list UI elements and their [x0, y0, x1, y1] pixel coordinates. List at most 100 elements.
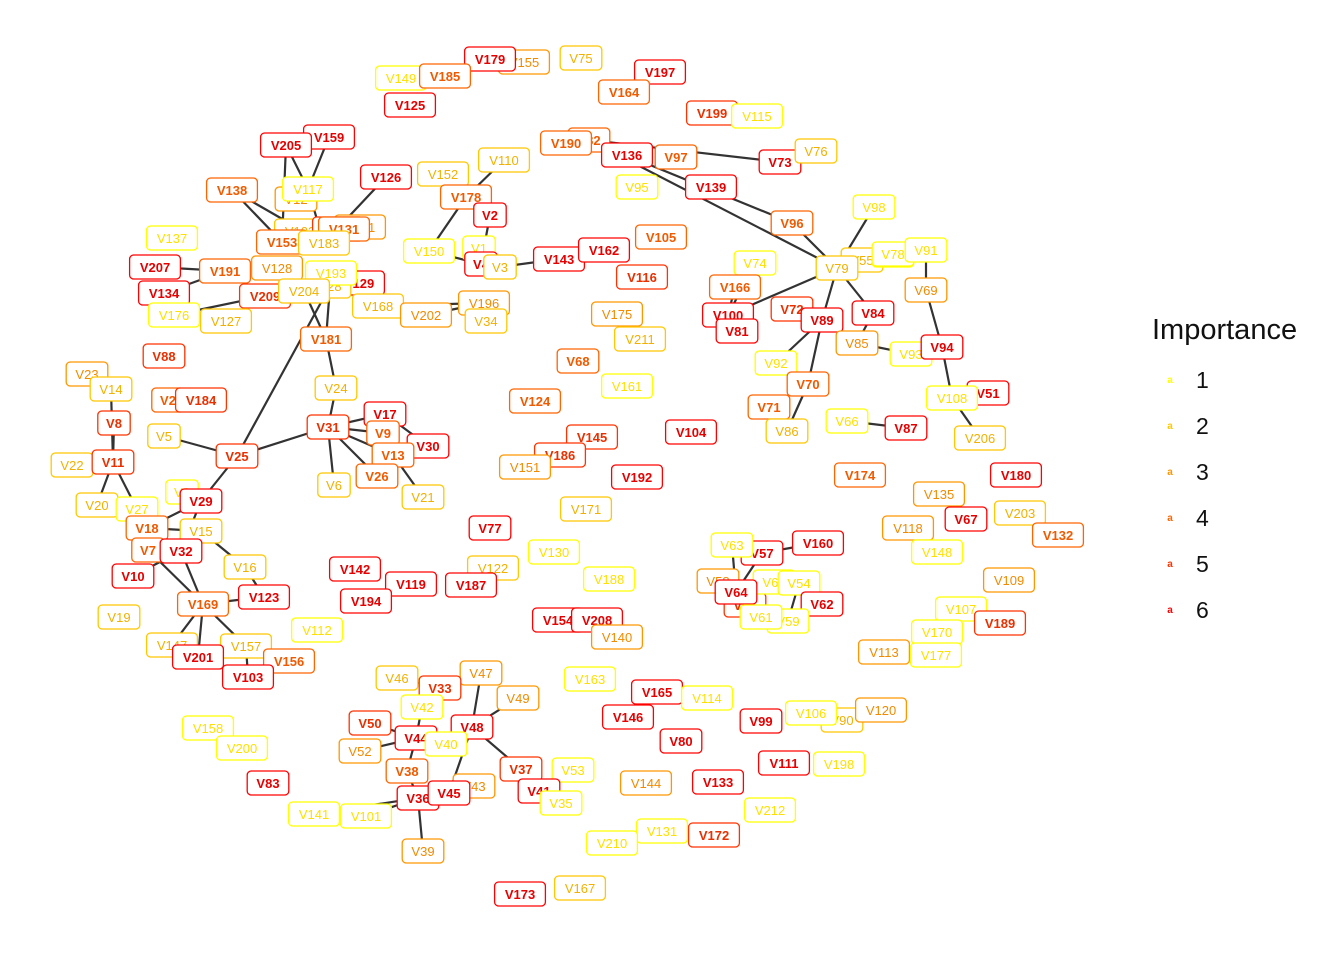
node-v95[interactable]: V95 [615, 174, 659, 200]
node-v21[interactable]: V21 [401, 484, 445, 510]
node-v62[interactable]: V62 [800, 591, 844, 617]
node-v152[interactable]: V152 [416, 161, 470, 187]
node-v29[interactable]: V29 [179, 488, 223, 514]
node-v111[interactable]: V111 [757, 750, 811, 776]
node-v106[interactable]: V106 [784, 700, 838, 726]
node-v91[interactable]: V91 [904, 237, 948, 263]
node-v128[interactable]: V128 [250, 255, 304, 281]
node-v7[interactable]: V7 [131, 537, 165, 563]
node-v177[interactable]: V177 [909, 642, 963, 668]
node-v2[interactable]: V2 [473, 202, 507, 228]
node-v30[interactable]: V30 [406, 433, 450, 459]
node-v109[interactable]: V109 [982, 567, 1036, 593]
node-v143[interactable]: V143 [532, 246, 586, 272]
node-v75[interactable]: V75 [559, 45, 603, 71]
node-v137[interactable]: V137 [145, 225, 199, 251]
node-v76[interactable]: V76 [794, 138, 838, 164]
node-v199[interactable]: V199 [685, 100, 739, 126]
node-v61[interactable]: V61 [739, 604, 783, 630]
node-v190[interactable]: V190 [539, 130, 593, 156]
node-v202[interactable]: V202 [399, 302, 453, 328]
node-v154[interactable]: V154 [531, 607, 585, 633]
node-v64[interactable]: V64 [714, 579, 758, 605]
node-v153[interactable]: V153 [255, 229, 309, 255]
node-v151[interactable]: V151 [498, 454, 552, 480]
node-v191[interactable]: V191 [198, 258, 252, 284]
node-v174[interactable]: V174 [833, 462, 887, 488]
node-v14[interactable]: V14 [89, 376, 133, 402]
node-v105[interactable]: V105 [634, 224, 688, 250]
node-v136[interactable]: V136 [600, 142, 654, 168]
node-v212[interactable]: V212 [743, 797, 797, 823]
node-v131b[interactable]: V131 [635, 818, 689, 844]
node-v80[interactable]: V80 [659, 728, 703, 754]
node-v172[interactable]: V172 [687, 822, 741, 848]
node-v42[interactable]: V42 [400, 694, 444, 720]
node-v40[interactable]: V40 [424, 731, 468, 757]
node-v49[interactable]: V49 [496, 685, 540, 711]
node-v50[interactable]: V50 [348, 710, 392, 736]
node-v86[interactable]: V86 [765, 418, 809, 444]
node-v207[interactable]: V207 [128, 254, 182, 280]
node-v135[interactable]: V135 [912, 481, 966, 507]
node-v47[interactable]: V47 [459, 660, 503, 686]
node-v127[interactable]: V127 [199, 308, 253, 334]
node-v168[interactable]: V168 [351, 293, 405, 319]
node-v114[interactable]: V114 [680, 685, 734, 711]
node-v45[interactable]: V45 [427, 780, 471, 806]
node-v20[interactable]: V20 [75, 492, 119, 518]
node-v158[interactable]: V158 [181, 715, 235, 741]
node-v83[interactable]: V83 [246, 770, 290, 796]
node-v138[interactable]: V138 [205, 177, 259, 203]
node-v54[interactable]: V54 [777, 570, 821, 596]
node-v31[interactable]: V31 [306, 414, 350, 440]
node-v96[interactable]: V96 [770, 210, 814, 236]
node-v98[interactable]: V98 [852, 194, 896, 220]
node-v108[interactable]: V108 [925, 385, 979, 411]
node-v171[interactable]: V171 [559, 496, 613, 522]
node-v71[interactable]: V71 [747, 394, 791, 420]
node-v170[interactable]: V170 [910, 619, 964, 645]
node-v81[interactable]: V81 [715, 318, 759, 344]
node-v99[interactable]: V99 [739, 708, 783, 734]
node-v206[interactable]: V206 [953, 425, 1007, 451]
node-v164[interactable]: V164 [597, 79, 651, 105]
node-v5[interactable]: V5 [147, 423, 181, 449]
node-v8[interactable]: V8 [97, 410, 131, 436]
node-v146[interactable]: V146 [601, 704, 655, 730]
node-v210[interactable]: V210 [585, 830, 639, 856]
node-v163[interactable]: V163 [563, 666, 617, 692]
node-v78[interactable]: V78 [871, 241, 915, 267]
node-v157[interactable]: V157 [219, 633, 273, 659]
node-v123[interactable]: V123 [237, 584, 291, 610]
node-v119[interactable]: V119 [384, 571, 438, 597]
node-v200[interactable]: V200 [215, 735, 269, 761]
node-v189[interactable]: V189 [973, 610, 1027, 636]
node-v165[interactable]: V165 [630, 679, 684, 705]
node-v130[interactable]: V130 [527, 539, 581, 565]
node-v79[interactable]: V79 [815, 255, 859, 281]
node-v117[interactable]: V117 [281, 176, 335, 202]
node-v181[interactable]: V181 [299, 326, 353, 352]
node-v101[interactable]: V101 [339, 803, 393, 829]
node-v150[interactable]: V150 [402, 238, 456, 264]
node-v133[interactable]: V133 [691, 769, 745, 795]
node-v104[interactable]: V104 [664, 419, 718, 445]
node-v9[interactable]: V9 [366, 420, 400, 446]
node-v140[interactable]: V140 [590, 624, 644, 650]
node-v120[interactable]: V120 [854, 697, 908, 723]
node-v132[interactable]: V132 [1031, 522, 1085, 548]
node-v103[interactable]: V103 [221, 664, 275, 690]
node-v185[interactable]: V185 [418, 63, 472, 89]
node-v94[interactable]: V94 [920, 334, 964, 360]
node-v11[interactable]: V11 [91, 449, 135, 475]
node-v34[interactable]: V34 [464, 308, 508, 334]
node-v52[interactable]: V52 [338, 738, 382, 764]
node-v39[interactable]: V39 [401, 838, 445, 864]
node-v180[interactable]: V180 [989, 462, 1043, 488]
node-v32[interactable]: V32 [159, 538, 203, 564]
node-v139[interactable]: V139 [684, 174, 738, 200]
node-v66[interactable]: V66 [825, 408, 869, 434]
node-v38[interactable]: V38 [385, 758, 429, 784]
node-v16[interactable]: V16 [223, 554, 267, 580]
